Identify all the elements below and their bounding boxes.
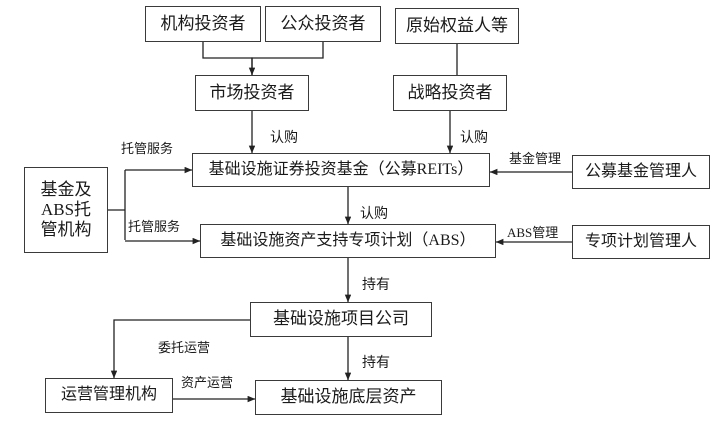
edge-label-fund-management: 基金管理 (509, 151, 562, 166)
edge-label-asset-operation: 资产运营 (181, 375, 234, 390)
edge-label-hold-project: 持有 (362, 278, 390, 293)
edge-label-entrusted-operation: 委托运营 (158, 340, 211, 355)
edge-label-subscribe-market: 认购 (270, 131, 298, 146)
node-original_equity_holders[interactable]: 原始权益人等 (395, 8, 519, 44)
node-public_investors[interactable]: 公众投资者 (265, 6, 381, 42)
node-abs_plan[interactable]: 基础设施资产支持专项计划（ABS） (200, 224, 496, 258)
edge-label-custody-service-bottom: 托管服务 (128, 219, 181, 234)
edge-label-custody-service-top: 托管服务 (121, 141, 174, 156)
node-strategic_investors[interactable]: 战略投资者 (393, 75, 507, 111)
edge-label-subscribe-strategic: 认购 (460, 131, 488, 146)
node-institutional_investors[interactable]: 机构投资者 (145, 6, 261, 42)
edge-public-to-market (251, 42, 324, 75)
edge-label-abs-management: ABS管理 (507, 225, 559, 240)
node-project_company[interactable]: 基础设施项目公司 (250, 302, 432, 337)
edge-project-to-operation (110, 319, 250, 379)
node-abs_manager[interactable]: 专项计划管理人 (572, 225, 710, 259)
node-fund_manager[interactable]: 公募基金管理人 (572, 155, 710, 189)
edge-label-hold-assets: 持有 (362, 356, 390, 371)
node-market_investors[interactable]: 市场投资者 (195, 75, 309, 111)
node-custodian[interactable]: 基金及 ABS托 管机构 (24, 167, 108, 253)
edge-institutional-to-market (202, 42, 256, 76)
node-underlying_assets[interactable]: 基础设施底层资产 (255, 380, 442, 415)
node-operation_manager[interactable]: 运营管理机构 (45, 378, 173, 413)
node-reits_fund[interactable]: 基础设施证券投资基金（公募REITs） (192, 153, 490, 187)
edge-label-subscribe-abs: 认购 (360, 207, 388, 222)
